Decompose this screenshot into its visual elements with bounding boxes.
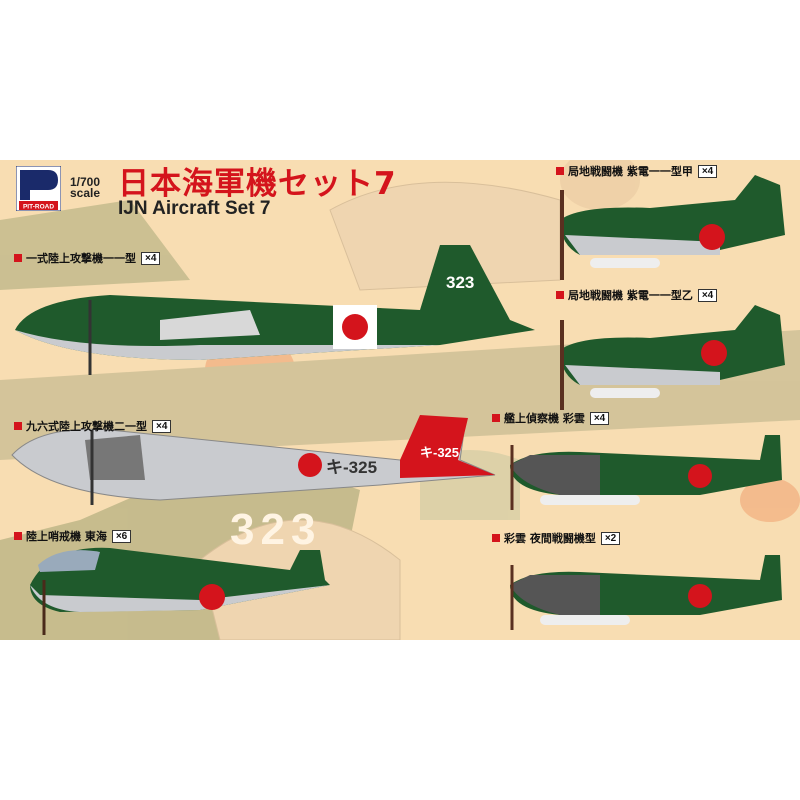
aircraft-n1k1-kou [560,175,785,280]
box-art: 323 キ-325 キ-325 [0,160,800,640]
label-saiun-night: 彩雲 夜間戦闘機型×2 [492,530,621,546]
aircraft-illustrations: 323 キ-325 キ-325 [0,160,800,640]
label-shiden-otsu: 局地戦闘機 紫電一一型乙×4 [556,287,718,303]
aircraft-c6n-saiun [510,435,782,510]
label-saiun: 艦上偵察機 彩雲×4 [492,410,610,426]
label-shiden-kou: 局地戦闘機 紫電一一型甲×4 [556,163,718,179]
svg-text:PIT-ROAD: PIT-ROAD [23,204,54,211]
title-japanese: 日本海軍機セット7 [118,166,397,202]
aircraft-q1w-tokai [30,547,330,635]
title-english: IJN Aircraft Set 7 [118,198,271,219]
background-tail-code: 323 [230,505,322,554]
aircraft-c6n-night-fighter [510,555,782,630]
pit-road-logo: PIT-ROAD [16,166,61,211]
aircraft-n1k1-otsu [560,305,785,410]
label-g4m: 一式陸上攻撃機一一型×4 [14,250,161,266]
label-g3m: 九六式陸上攻撃機二一型×4 [14,418,172,434]
aircraft-g3m2: キ-325 キ-325 [11,415,496,505]
g4m-tail-code: 323 [446,273,474,292]
label-tokai: 陸上哨戒機 東海×6 [14,528,132,544]
aircraft-g4m1: 323 [15,245,535,375]
g3m-fuselage-code: キ-325 [326,458,377,477]
g3m-tail-code: キ-325 [420,445,459,460]
